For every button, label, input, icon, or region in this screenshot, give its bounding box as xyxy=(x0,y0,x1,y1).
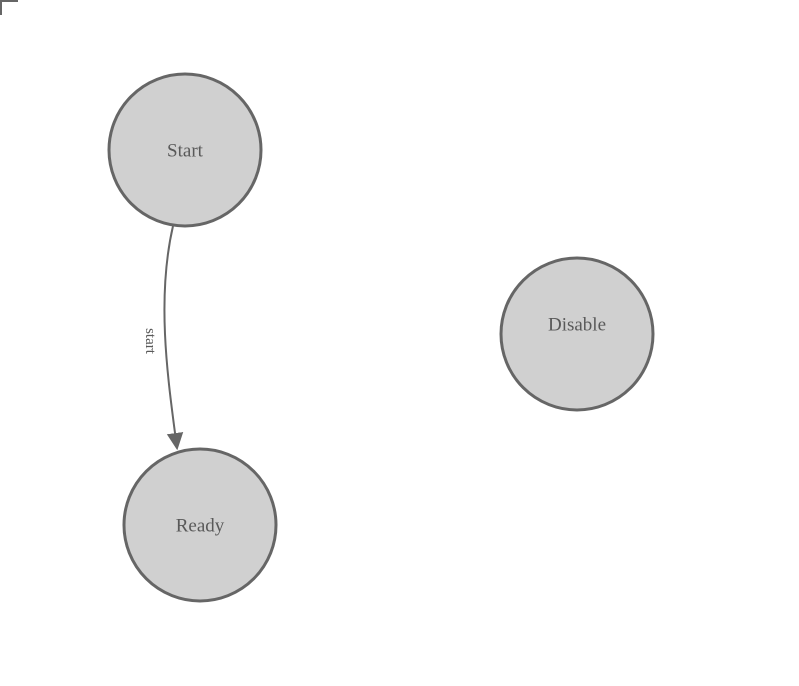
node-ready-shape[interactable] xyxy=(122,447,278,603)
node-ready[interactable]: Ready xyxy=(122,447,278,603)
node-start[interactable]: Start xyxy=(107,72,263,228)
node-start-shape[interactable] xyxy=(107,72,263,228)
edge-start-to-ready[interactable]: start xyxy=(142,225,184,451)
edge-path[interactable] xyxy=(163,225,184,451)
edge-label-start: start xyxy=(142,328,158,355)
node-disable-label: Disable xyxy=(548,315,606,336)
node-disable-shape[interactable] xyxy=(499,256,655,412)
node-disable[interactable]: Disable xyxy=(499,256,655,412)
node-ready-label: Ready xyxy=(176,516,225,537)
canvas-corner-bracket-icon xyxy=(0,0,18,15)
node-start-label: Start xyxy=(167,141,204,162)
